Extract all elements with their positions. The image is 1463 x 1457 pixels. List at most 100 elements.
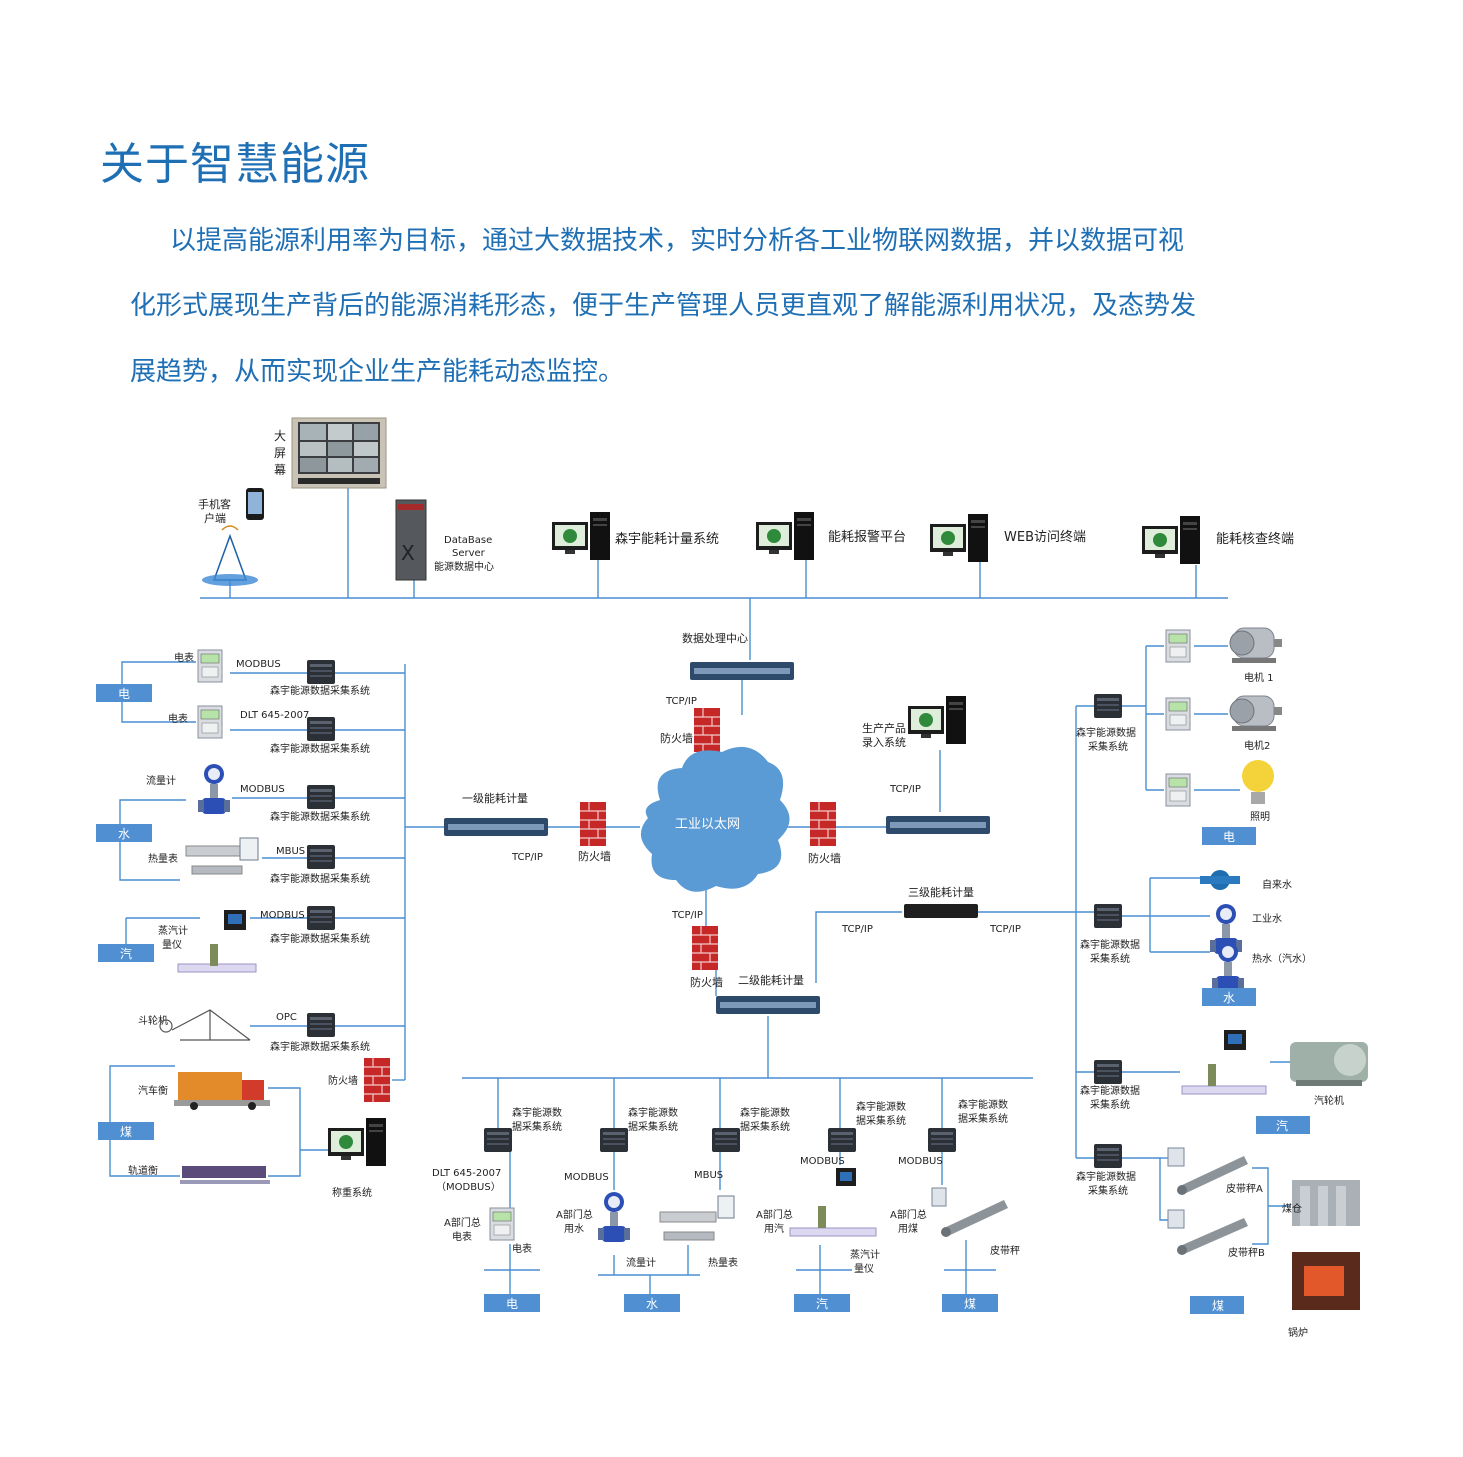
right-tag-coal [1190, 1296, 1244, 1314]
firewall-label-bottom: 防火墙 [690, 975, 723, 989]
right-meter-3 [1165, 773, 1191, 807]
bottom-collector-1-label-2: 据采集系统 [512, 1120, 562, 1133]
left-flowmeter-label: 流量计 [146, 774, 176, 787]
bottom-collector-3-label-2: 据采集系统 [740, 1120, 790, 1133]
data-center-label: 数据处理中心 [682, 631, 748, 645]
bottom-modbus-3: MODBUS [898, 1156, 943, 1167]
left-collector-2 [307, 717, 335, 741]
tap-water-meter-icon [1200, 870, 1240, 890]
bottom-dlt-label: DLT 645-2007 [432, 1168, 501, 1179]
pc-label-2: 能耗报警平台 [828, 529, 906, 545]
mobile-label-1: 手机客 [198, 497, 231, 511]
bottom-collector-4-label-1: 森宇能源数 [856, 1100, 906, 1113]
bottom-belt-scale-icon [941, 1200, 1008, 1237]
right-collector-2 [1094, 904, 1122, 928]
left-collector-5 [307, 906, 335, 930]
motor-1-icon [1229, 627, 1283, 664]
firewall-top-icon [693, 707, 721, 753]
bottom-collector-2-label-1: 森宇能源数 [628, 1106, 678, 1119]
bucket-wheel-icon [159, 1009, 251, 1041]
level3-device [904, 904, 978, 918]
belt-scale-b-icon [1177, 1218, 1248, 1255]
bottom-collector-5-label-1: 森宇能源数 [958, 1098, 1008, 1111]
left-collector-label-1: 森宇能源数据采集系统 [270, 684, 370, 697]
right-collector-4-label-1: 森宇能源数据 [1076, 1170, 1136, 1183]
pc-label-4: 能耗核查终端 [1216, 531, 1294, 547]
truck-scale-label: 汽车衡 [138, 1084, 168, 1097]
belt-b-meter [1167, 1209, 1185, 1229]
pc-label-3: WEB访问终端 [1004, 529, 1086, 545]
left-collector-label-4: 森宇能源数据采集系统 [270, 872, 370, 885]
belt-scale-a-icon [1177, 1156, 1248, 1195]
svg-text:X: X [401, 541, 415, 565]
left-tag-elec [96, 684, 152, 702]
right-meter-1 [1165, 629, 1191, 663]
bottom-belt-scale-label: 皮带秤 [990, 1244, 1020, 1257]
left-heatmeter-icon [185, 837, 259, 875]
database-server-icon: X [395, 499, 427, 581]
bottom-dept-elec-1: A部门总 [444, 1216, 481, 1229]
bottom-collector-3-label-1: 森宇能源数 [740, 1106, 790, 1119]
weigh-system-pc-icon [328, 1118, 386, 1166]
bottom-tag-elec-text: 电 [506, 1297, 518, 1311]
left-tag-steam-text: 汽 [120, 946, 132, 961]
left-protocol-2: DLT 645-2007 [240, 710, 309, 721]
right-collector-3-label-2: 采集系统 [1090, 1098, 1130, 1111]
left-tag-water-text: 水 [118, 827, 130, 841]
bottom-modbus-1: MODBUS [564, 1172, 609, 1183]
rail-scale-label: 轨道衡 [128, 1164, 158, 1177]
belt-a-label: 皮带秤A [1226, 1182, 1263, 1195]
right-steam-meter-icon [1181, 1030, 1267, 1095]
firewall-left-bottom-label: 防火墙 [328, 1074, 358, 1087]
left-flowmeter-icon [198, 764, 230, 814]
belt-b-label: 皮带秤B [1228, 1246, 1265, 1259]
level1-label: 一级能耗计量 [462, 791, 528, 805]
bottom-collector-3 [712, 1128, 740, 1152]
tcpip-label-bottom: TCP/IP [671, 910, 703, 921]
left-electric-meter-1 [197, 649, 223, 683]
tap-water-label: 自来水 [1262, 878, 1292, 891]
turbine-label: 汽轮机 [1314, 1094, 1344, 1107]
right-tag-water-text: 水 [1223, 991, 1235, 1005]
bottom-dept-steam-2: 用汽 [764, 1222, 784, 1235]
right-collector-2-label-1: 森宇能源数据 [1080, 938, 1140, 951]
db-label-1: DataBase [444, 535, 492, 546]
right-collector-1-label-1: 森宇能源数据 [1076, 726, 1136, 739]
page-title: 关于智慧能源 [100, 139, 370, 190]
bottom-heatmeter-icon [659, 1195, 735, 1241]
bottom-dept-coal-1: A部门总 [890, 1208, 927, 1221]
bottom-dept-water-2: 用水 [564, 1223, 584, 1235]
right-collector-4 [1094, 1144, 1122, 1168]
bottom-dept-steam-1: A部门总 [756, 1208, 793, 1221]
level2-label: 二级能耗计量 [738, 973, 804, 987]
right-tag-steam-text: 汽 [1276, 1118, 1288, 1133]
db-label-2: Server [452, 548, 486, 559]
left-meter-label-2: 电表 [168, 712, 188, 725]
firewall-label-left: 防火墙 [578, 849, 611, 863]
bottom-electric-meter [489, 1207, 515, 1241]
left-tag-water [96, 824, 152, 842]
bottom-flowmeter-icon [598, 1192, 630, 1242]
firewall-label-right: 防火墙 [808, 851, 841, 865]
coal-bunker-icon [1292, 1180, 1360, 1226]
boiler-icon [1292, 1252, 1360, 1310]
tcpip-label-level3-left: TCP/IP [841, 924, 873, 935]
right-collector-4-label-2: 采集系统 [1088, 1184, 1128, 1197]
firewall-left-bottom-icon [363, 1057, 391, 1103]
left-tag-coal [98, 1122, 154, 1140]
cloud-label: 工业以太网 [675, 817, 740, 832]
bottom-heatmeter-label: 热量表 [708, 1256, 738, 1269]
prod-entry-label-1: 生产产品 [862, 721, 906, 735]
bottom-collector-2-label-2: 据采集系统 [628, 1120, 678, 1133]
mobile-label-2: 户端 [204, 511, 226, 525]
bottom-collector-1 [484, 1128, 512, 1152]
left-steam-meter-icon [177, 910, 257, 973]
right-tag-coal-text: 煤 [1212, 1299, 1224, 1313]
firewall-right-icon [809, 801, 837, 847]
intro-line-3: 展趋势，从而实现企业生产能耗动态监控。 [130, 357, 625, 387]
right-tag-steam [1256, 1116, 1310, 1134]
bottom-collector-4 [828, 1128, 856, 1152]
motor-1-label: 电机 1 [1244, 671, 1274, 684]
motor-2-label: 电机2 [1244, 739, 1270, 752]
